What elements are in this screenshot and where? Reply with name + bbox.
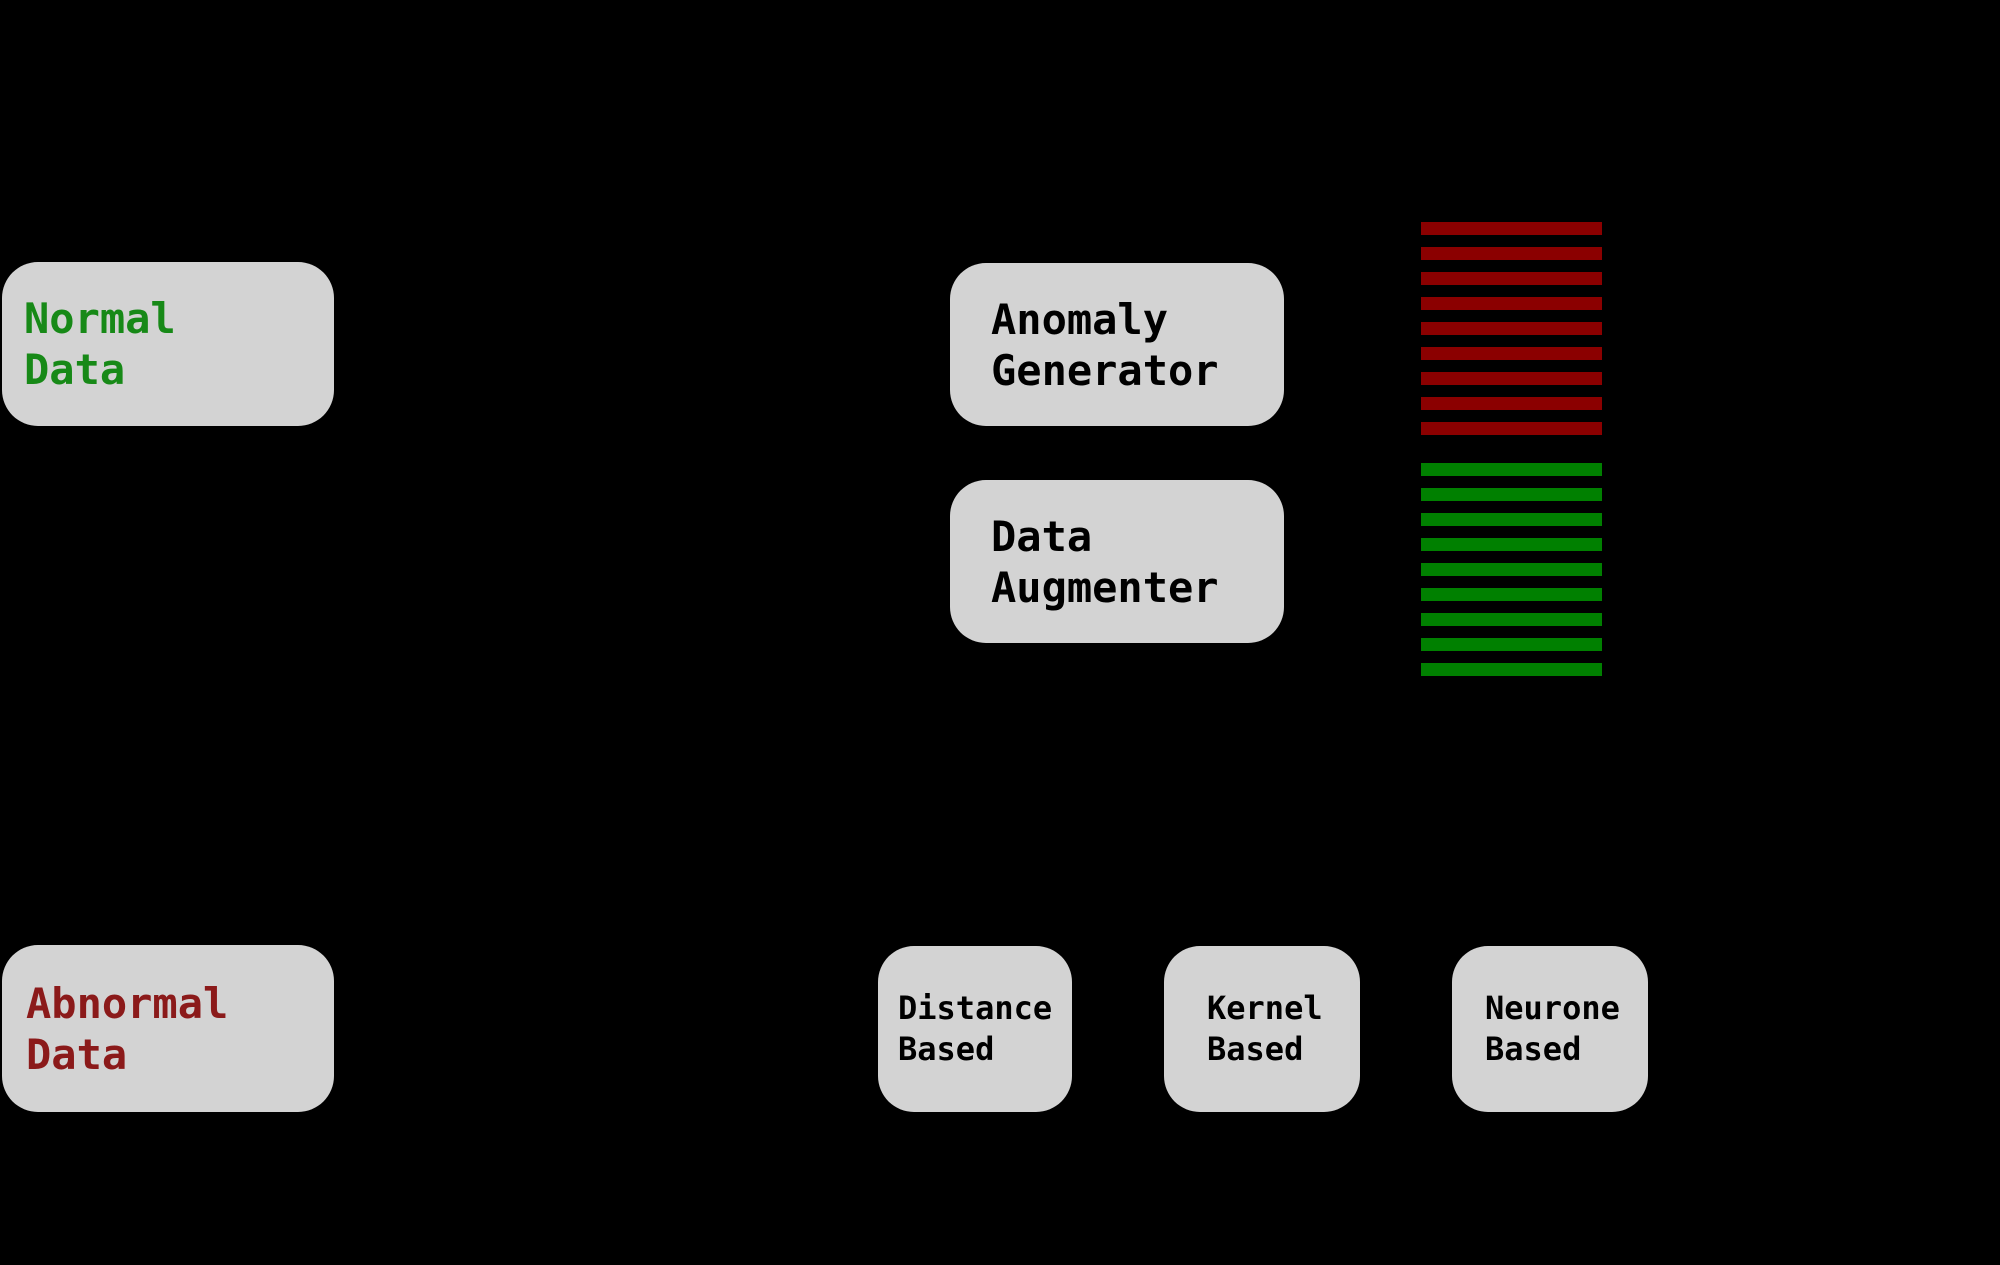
- abnormal-data-label-line1: Abnormal: [26, 978, 229, 1028]
- anomalous-data-bar: [1421, 272, 1602, 285]
- anomalous-data-bar: [1421, 322, 1602, 335]
- abnormal-data-label-line2: Data: [26, 1029, 128, 1079]
- kernel-based-label-line2: Based: [1207, 1030, 1304, 1068]
- data-augmenter-node: Data Augmenter: [950, 480, 1284, 643]
- neurone-based-node: Neurone Based: [1452, 946, 1648, 1112]
- distance-based-node: Distance Based: [878, 946, 1072, 1112]
- abnormal-data-node: Abnormal Data: [2, 945, 334, 1112]
- neurone-based-label-line1: Neurone: [1485, 989, 1620, 1027]
- distance-based-label-line2: Based: [898, 1030, 995, 1068]
- data-augmenter-label-line2: Augmenter: [991, 562, 1219, 612]
- normal-data-bar: [1421, 638, 1602, 651]
- normal-data-label-line1: Normal: [24, 294, 176, 343]
- normal-data-bar: [1421, 513, 1602, 526]
- data-augmenter-label-line1: Data: [991, 511, 1093, 561]
- normal-data-bar: [1421, 613, 1602, 626]
- kernel-based-label-line1: Kernel: [1207, 989, 1323, 1027]
- normal-data-bar: [1421, 463, 1602, 476]
- anomalous-data-bar: [1421, 297, 1602, 310]
- anomalous-data-bar: [1421, 372, 1602, 385]
- anomalous-data-bar: [1421, 222, 1602, 235]
- anomaly-generator-label-line1: Anomaly: [991, 294, 1169, 344]
- anomaly-generator-label-line2: Generator: [991, 345, 1219, 395]
- normal-data-bar: [1421, 538, 1602, 551]
- normal-data-bar: [1421, 488, 1602, 501]
- normal-data-bar: [1421, 563, 1602, 576]
- anomalous-data-bar: [1421, 422, 1602, 435]
- anomalous-data-bar: [1421, 247, 1602, 260]
- generated-anomalous-data-stack: [1421, 222, 1602, 435]
- kernel-based-node: Kernel Based: [1164, 946, 1360, 1112]
- normal-data-bar: [1421, 663, 1602, 676]
- normal-data-label-line2: Data: [24, 345, 126, 394]
- normal-data-node: Normal Data: [2, 262, 334, 426]
- augmented-normal-data-stack: [1421, 463, 1602, 676]
- neurone-based-label-line2: Based: [1485, 1030, 1582, 1068]
- anomalous-data-bar: [1421, 347, 1602, 360]
- normal-data-bar: [1421, 588, 1602, 601]
- distance-based-label-line1: Distance: [898, 989, 1053, 1027]
- anomaly-generator-node: Anomaly Generator: [950, 263, 1284, 426]
- anomalous-data-bar: [1421, 397, 1602, 410]
